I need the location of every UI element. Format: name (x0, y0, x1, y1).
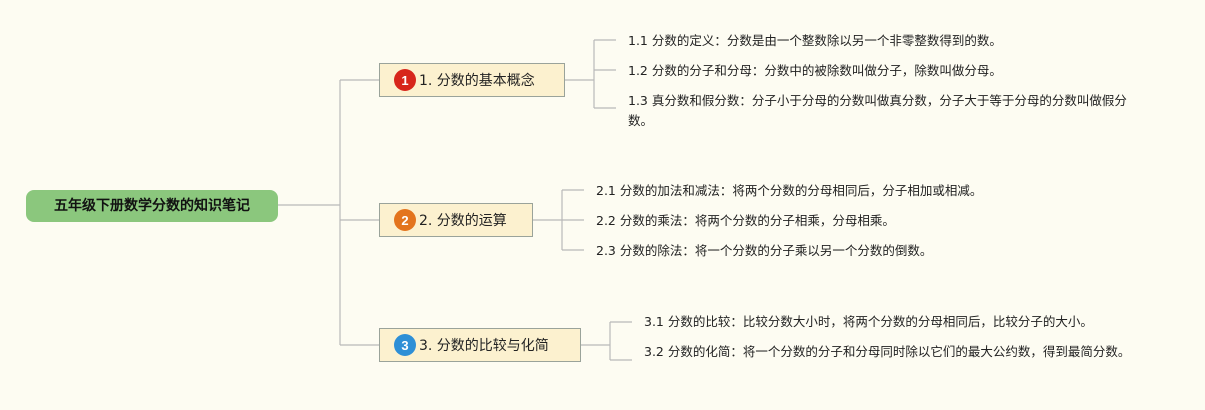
root-node[interactable]: 五年级下册数学分数的知识笔记 (26, 190, 278, 222)
leaf-node-3-2[interactable]: 3.2 分数的化简：将一个分数的分子和分母同时除以它们的最大公约数，得到最简分数… (644, 344, 1131, 359)
leaf-node-1-3[interactable]: 1.3 真分数和假分数：分子小于分母的分数叫做真分数，分子大于等于分母的分数叫做… (628, 93, 1127, 128)
root-label: 五年级下册数学分数的知识笔记 (54, 198, 250, 214)
leaf-node-2-3[interactable]: 2.3 分数的除法：将一个分数的分子乘以另一个分数的倒数。 (596, 243, 933, 258)
branch-node-1[interactable]: 1 1. 分数的基本概念 (379, 63, 565, 97)
leaf-node-2-2[interactable]: 2.2 分数的乘法：将两个分数的分子相乘，分母相乘。 (596, 213, 895, 228)
branch-label: 2. 分数的运算 (419, 213, 507, 229)
leaf-node-2-1[interactable]: 2.1 分数的加法和减法：将两个分数的分母相同后，分子相加或相减。 (596, 183, 983, 198)
leaf-node-1-2[interactable]: 1.2 分数的分子和分母：分数中的被除数叫做分子，除数叫做分母。 (628, 63, 1002, 78)
number-badge-icon: 2 (394, 209, 416, 231)
number-badge-icon: 1 (394, 69, 416, 91)
branch-node-2[interactable]: 2 2. 分数的运算 (379, 203, 533, 237)
number-badge-icon: 3 (394, 334, 416, 356)
branch-label: 1. 分数的基本概念 (419, 73, 535, 89)
leaf-node-1-1[interactable]: 1.1 分数的定义：分数是由一个整数除以另一个非零整数得到的数。 (628, 33, 1002, 48)
leaf-node-3-1[interactable]: 3.1 分数的比较：比较分数大小时，将两个分数的分母相同后，比较分子的大小。 (644, 314, 1093, 329)
branch-node-3[interactable]: 3 3. 分数的比较与化简 (379, 328, 581, 362)
branch-label: 3. 分数的比较与化简 (419, 338, 549, 354)
